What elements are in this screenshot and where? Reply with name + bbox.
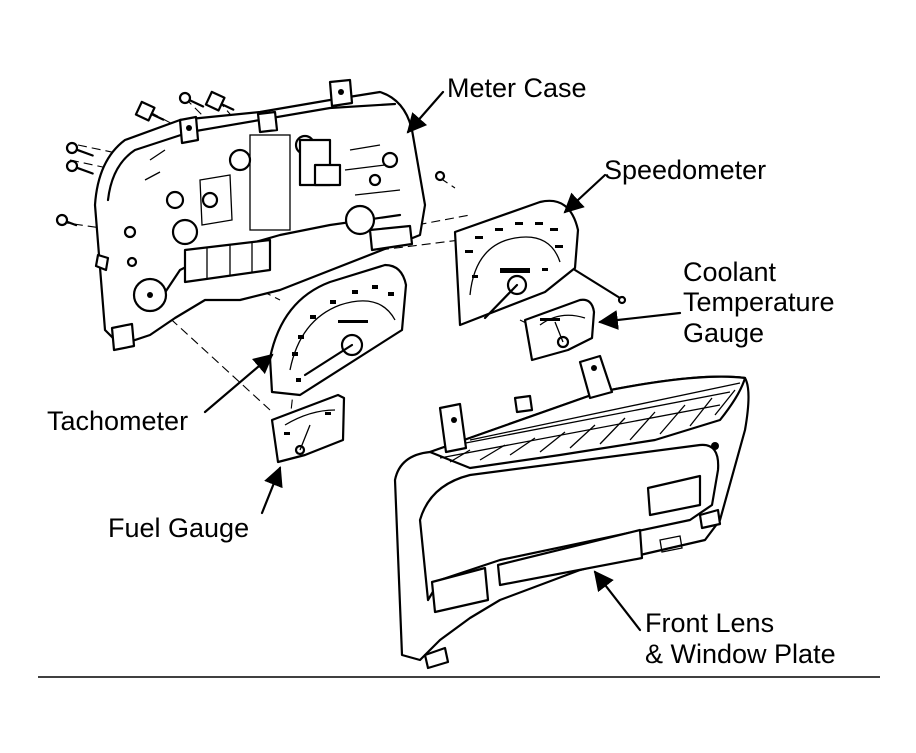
label-coolant-line1: Coolant xyxy=(683,257,777,287)
meter-case xyxy=(93,78,427,352)
speedometer-part xyxy=(453,199,627,327)
label-fuel-gauge: Fuel Gauge xyxy=(108,513,250,543)
leader-arrows xyxy=(203,90,682,632)
label-coolant-line3: Gauge xyxy=(683,318,765,348)
front-lens-window-plate-part xyxy=(393,354,750,670)
tachometer-part xyxy=(268,263,408,397)
label-speedometer: Speedometer xyxy=(604,155,767,185)
label-coolant-line2: Temperature xyxy=(683,287,835,317)
coolant-temperature-gauge-part xyxy=(523,298,596,362)
mounting-screws xyxy=(55,90,446,227)
label-front-lens-line1: Front Lens xyxy=(645,608,775,638)
label-tachometer: Tachometer xyxy=(47,406,189,436)
label-meter-case: Meter Case xyxy=(447,73,587,103)
fuel-gauge-part xyxy=(270,393,346,464)
label-front-lens-line2: & Window Plate xyxy=(645,639,836,669)
